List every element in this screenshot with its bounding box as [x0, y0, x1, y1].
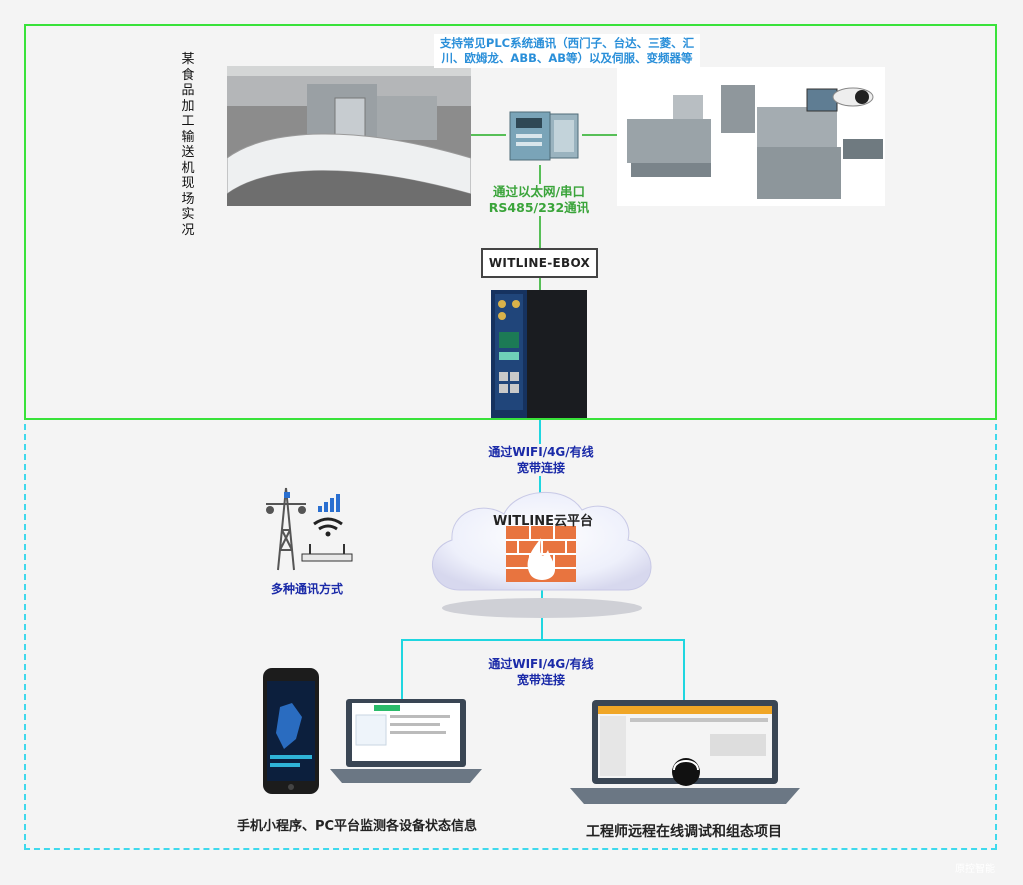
- conveyor-plc-link: [468, 134, 506, 136]
- cloud-platform-label: WITLINE云平台: [493, 514, 593, 529]
- distribution-bus: [401, 639, 685, 641]
- packaging-machine-photo: [617, 67, 885, 206]
- watermark: 原控智能: [955, 864, 995, 875]
- label-ebox-link: [539, 278, 541, 290]
- plc-controller: [509, 111, 579, 161]
- uplink-note: 通过WIFI/4G/有线宽带连接: [486, 444, 596, 476]
- signal-tower-icon: [266, 487, 353, 571]
- conveyor-photo: [227, 66, 471, 206]
- bus-engineer-drop: [683, 639, 685, 701]
- ebox-device: [491, 290, 587, 418]
- engineer-laptop-icon: [570, 700, 800, 804]
- plc-machine-link: [582, 134, 618, 136]
- comm-methods-label: 多种通讯方式: [270, 582, 343, 596]
- phone-miniprogram-icon: [263, 668, 319, 794]
- pc-laptop-icon: [330, 699, 482, 783]
- ebox-label: WITLINE-EBOX: [481, 248, 598, 278]
- engineer-caption: 工程师远程在线调试和组态项目: [586, 824, 782, 840]
- ethernet-serial-note: 通过以太网/串口RS485/232通讯: [484, 184, 594, 216]
- downlink-note: 通过WIFI/4G/有线宽带连接: [486, 656, 596, 688]
- field-zone: [24, 24, 997, 420]
- site-title: 某食品加工输送机现场实况: [181, 52, 195, 238]
- cloud-zone: [24, 424, 997, 850]
- plc-support-note: 支持常见PLC系统通讯（西门子、台达、三菱、汇川、欧姆龙、ABB、AB等）以及伺…: [434, 34, 700, 68]
- monitor-caption: 手机小程序、PC平台监测各设备状态信息: [236, 819, 478, 834]
- cloud-platform-icon: [431, 491, 652, 618]
- bus-pc-drop: [401, 639, 403, 701]
